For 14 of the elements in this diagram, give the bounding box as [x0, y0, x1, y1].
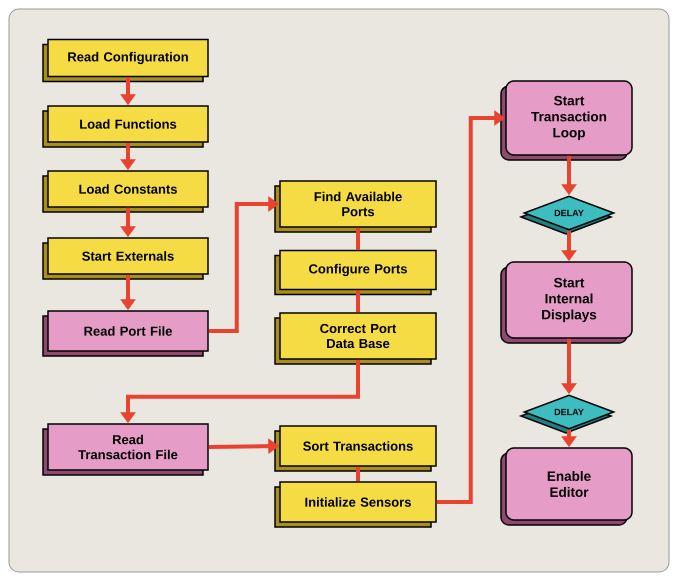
process-box: Read Transaction File — [42, 423, 209, 476]
process-box: Read Port File — [42, 310, 209, 357]
process-box: Load Constants — [42, 170, 209, 213]
process-box: Initialize Sensors — [274, 481, 437, 528]
process-box: Find Available Ports — [274, 180, 437, 233]
process-box: Load Functions — [42, 105, 209, 148]
process-box: Start Internal Displays — [500, 261, 633, 344]
process-box: Sort Transactions — [274, 425, 437, 472]
process-box: Correct Port Data Base — [274, 312, 437, 365]
process-box: Start Transaction Loop — [500, 80, 633, 161]
process-box: Read Configuration — [42, 38, 209, 82]
process-box: Start Externals — [42, 237, 209, 280]
process-box: Configure Ports — [274, 250, 437, 296]
process-box: Enable Editor — [500, 447, 633, 526]
